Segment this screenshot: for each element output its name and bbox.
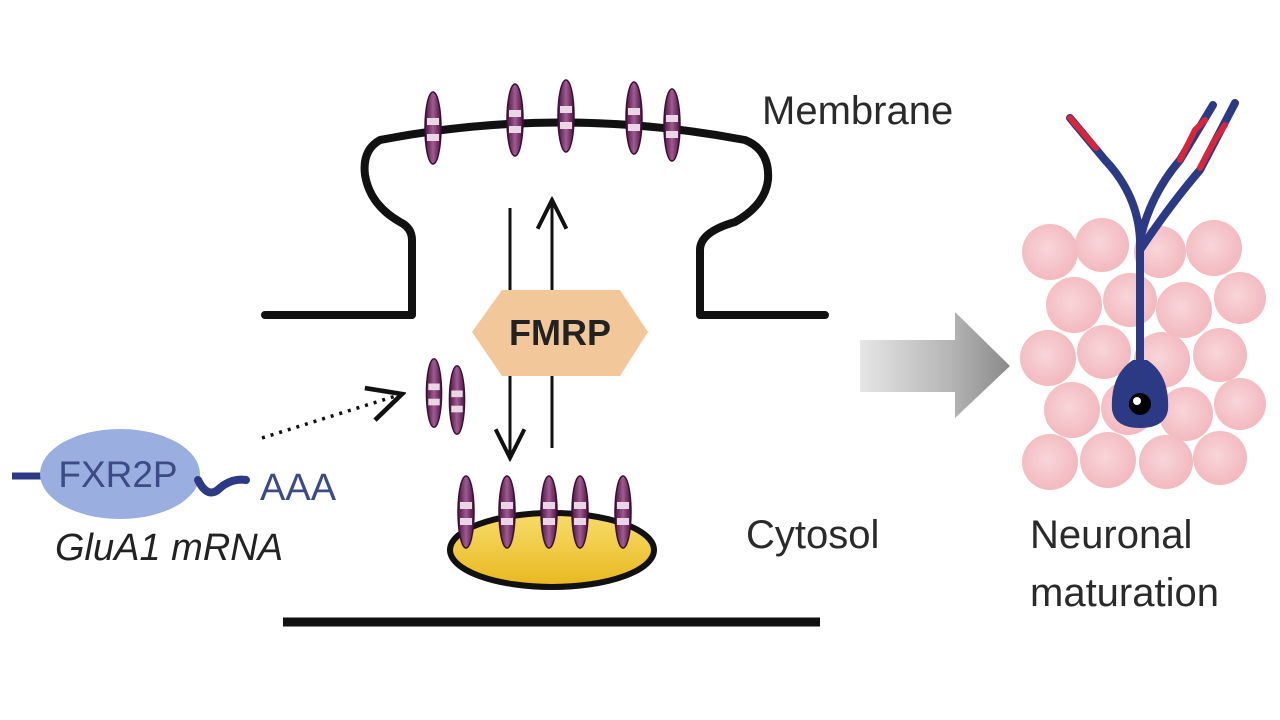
neuron-icon — [1066, 99, 1239, 428]
fmrp-label: FMRP — [509, 312, 611, 353]
translation-arrow — [261, 394, 402, 440]
maturation-label-line2: maturation — [1030, 571, 1219, 615]
mrna-label: GluA1 mRNA — [55, 527, 283, 569]
polya-label: AAA — [260, 467, 337, 509]
mrna-strand — [194, 475, 250, 497]
fxr2p-label: FXR2P — [58, 454, 177, 495]
membrane-outline — [261, 118, 829, 319]
fmrp-node: FMRP — [472, 290, 648, 376]
free-receptors — [425, 358, 466, 435]
maturation-label-line1: Neuronal — [1030, 513, 1192, 557]
cell-cluster — [1020, 218, 1266, 490]
right-arrow-icon — [860, 312, 1010, 418]
membrane-label: Membrane — [762, 89, 953, 133]
fxr2p-complex: FXR2P AAA GluA1 mRNA — [12, 429, 337, 569]
cytosol-label: Cytosol — [746, 513, 879, 557]
